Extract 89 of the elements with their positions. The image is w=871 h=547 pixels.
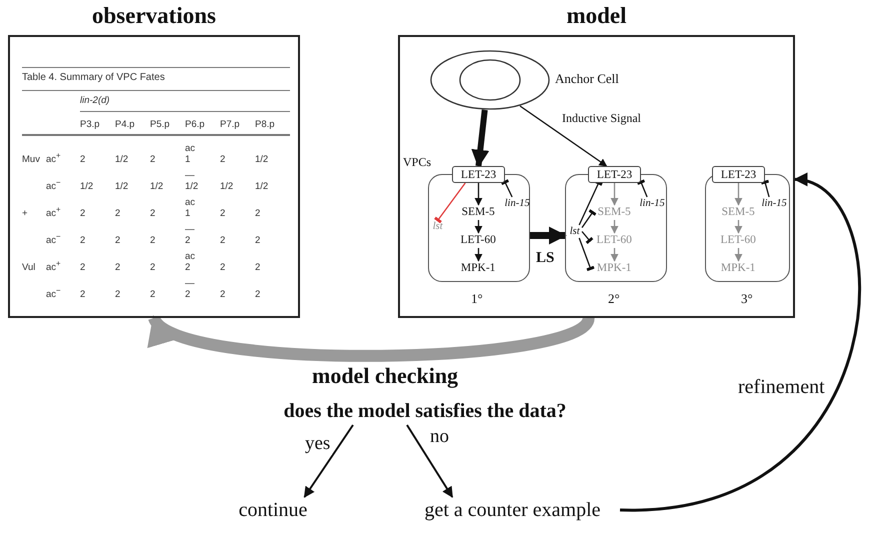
arrow <box>474 248 482 262</box>
table-cell: 2 <box>255 290 260 301</box>
inhibition-line <box>582 231 594 244</box>
protein-label: LET-60 <box>453 232 504 248</box>
cell-drawing <box>430 50 550 110</box>
table-cell: 2 <box>115 236 120 247</box>
arrow <box>610 248 618 262</box>
table-cell: 2 <box>150 236 156 247</box>
table-cell: 2 <box>150 290 156 301</box>
table-cell: 2 <box>255 209 260 220</box>
node-caption: 1° <box>471 291 483 307</box>
gene-label: lst <box>430 220 445 233</box>
table-cell: 2 <box>150 263 156 274</box>
table-cell: 1/2 <box>255 182 268 193</box>
arrow <box>471 110 490 168</box>
table-cell: 1/2 <box>220 182 234 193</box>
table-cell: 2 <box>80 290 86 301</box>
table-cell: 2 <box>220 263 226 274</box>
table-cell: ac 1 <box>185 198 196 220</box>
arrow <box>406 424 454 498</box>
table-cell: ac 1 <box>185 144 196 166</box>
arrow <box>610 220 618 234</box>
column-header: P5.p <box>150 120 170 131</box>
arrow <box>520 105 608 167</box>
table-cell: Vul <box>22 263 36 274</box>
gene-label: lst <box>568 224 582 238</box>
table-cell: 2 <box>80 209 86 220</box>
table-cell: ac$^{−}$ <box>46 178 61 193</box>
panel-heading: model <box>565 3 628 29</box>
table-cell: 2 <box>220 236 226 247</box>
table-cell: ac$^{+}$ <box>46 258 61 274</box>
inhibition-line <box>578 180 603 226</box>
curved-arrow <box>150 314 594 362</box>
question-text: does the model satisfies the data? <box>245 397 605 425</box>
column-header: P4.p <box>115 120 135 131</box>
edge-label: Inductive Signal <box>560 111 643 126</box>
table-cell: 2 <box>220 290 226 301</box>
protein-box: LET-23 <box>452 166 505 183</box>
inhibition-line <box>581 209 596 228</box>
arrow <box>610 183 618 206</box>
table-cell: Muv <box>22 155 40 166</box>
protein-box: LET-23 <box>588 166 641 183</box>
table-cell: ac$^{−}$ <box>46 232 61 247</box>
arrow <box>474 183 482 206</box>
table-column-group: lin-2(d) <box>80 95 110 106</box>
table-cell: 2 <box>80 236 86 247</box>
table-cell: — 2 <box>185 225 194 247</box>
inhibition-line <box>434 182 466 224</box>
group-label: VPCs <box>403 155 432 170</box>
protein-label: SEM-5 <box>456 204 500 220</box>
column-header: P7.p <box>220 120 240 131</box>
table-cell: + <box>22 209 28 220</box>
table-cell: 2 <box>115 263 120 274</box>
table-cell: 1/2 <box>255 155 268 166</box>
arrow <box>530 226 567 245</box>
table-cell: 2 <box>115 209 120 220</box>
node-caption: 2° <box>608 291 620 307</box>
table-cell: 1/2 <box>115 182 128 193</box>
outcome-text: continue <box>228 497 318 523</box>
table-cell: 2 <box>80 263 86 274</box>
node-caption: Anchor Cell <box>555 71 619 87</box>
table-cell: — 1/2 <box>185 171 198 193</box>
arrow <box>474 220 482 234</box>
table-cell: ac$^{+}$ <box>46 150 61 166</box>
column-header: P8.p <box>255 120 275 131</box>
table-cell: 2 <box>255 263 260 274</box>
outcome-text: get a counter example <box>405 497 620 523</box>
panel-heading: observations <box>91 3 217 29</box>
table-cell: 2 <box>220 209 226 220</box>
inhibition-line <box>578 238 595 272</box>
table-cell: 2 <box>80 155 86 166</box>
table-cell: 1/2 <box>115 155 128 166</box>
table-cell: ac 2 <box>185 252 196 274</box>
table-cell: 1/2 <box>150 182 164 193</box>
table-cell: 2 <box>150 209 156 220</box>
column-header: P6.p <box>185 120 205 131</box>
table-cell: 2 <box>220 155 226 166</box>
protein-label: MPK-1 <box>454 260 502 276</box>
arrow <box>304 424 354 498</box>
table-cell: — 2 <box>185 279 194 301</box>
table-title: Table 4. Summary of VPC Fates <box>22 72 165 83</box>
table-cell: ac$^{−}$ <box>46 286 61 301</box>
table-cell: 2 <box>115 290 120 301</box>
table-cell: 2 <box>150 155 156 166</box>
table-cell: 1/2 <box>80 182 94 193</box>
inhibition-line <box>500 179 513 198</box>
table-cell: ac$^{+}$ <box>46 204 61 220</box>
table-cell: 2 <box>255 236 260 247</box>
column-header: P3.p <box>80 120 100 131</box>
